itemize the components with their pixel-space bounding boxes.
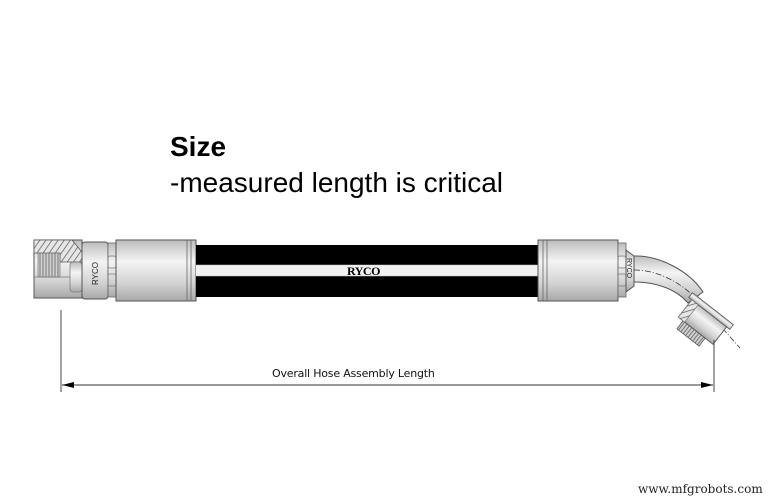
hose-body — [196, 245, 538, 297]
left-hex-body: RYCO — [81, 241, 117, 300]
hose-brand-label: RYCO — [347, 264, 380, 278]
right-fitting-label: RYCO — [625, 258, 632, 279]
right-ferrule — [537, 239, 627, 302]
page-title: Size — [170, 131, 227, 162]
left-ferrule — [115, 239, 197, 302]
page-subtitle: -measured length is critical — [170, 167, 504, 198]
left-fitting-label: RYCO — [91, 262, 100, 285]
left-swivel-nut — [33, 239, 83, 299]
watermark: www.mfgrobots.com — [638, 482, 763, 496]
right-elbow-fitting: RYCO — [625, 249, 741, 349]
dimension-line — [62, 382, 713, 388]
dimension-label: Overall Hose Assembly Length — [272, 367, 435, 380]
